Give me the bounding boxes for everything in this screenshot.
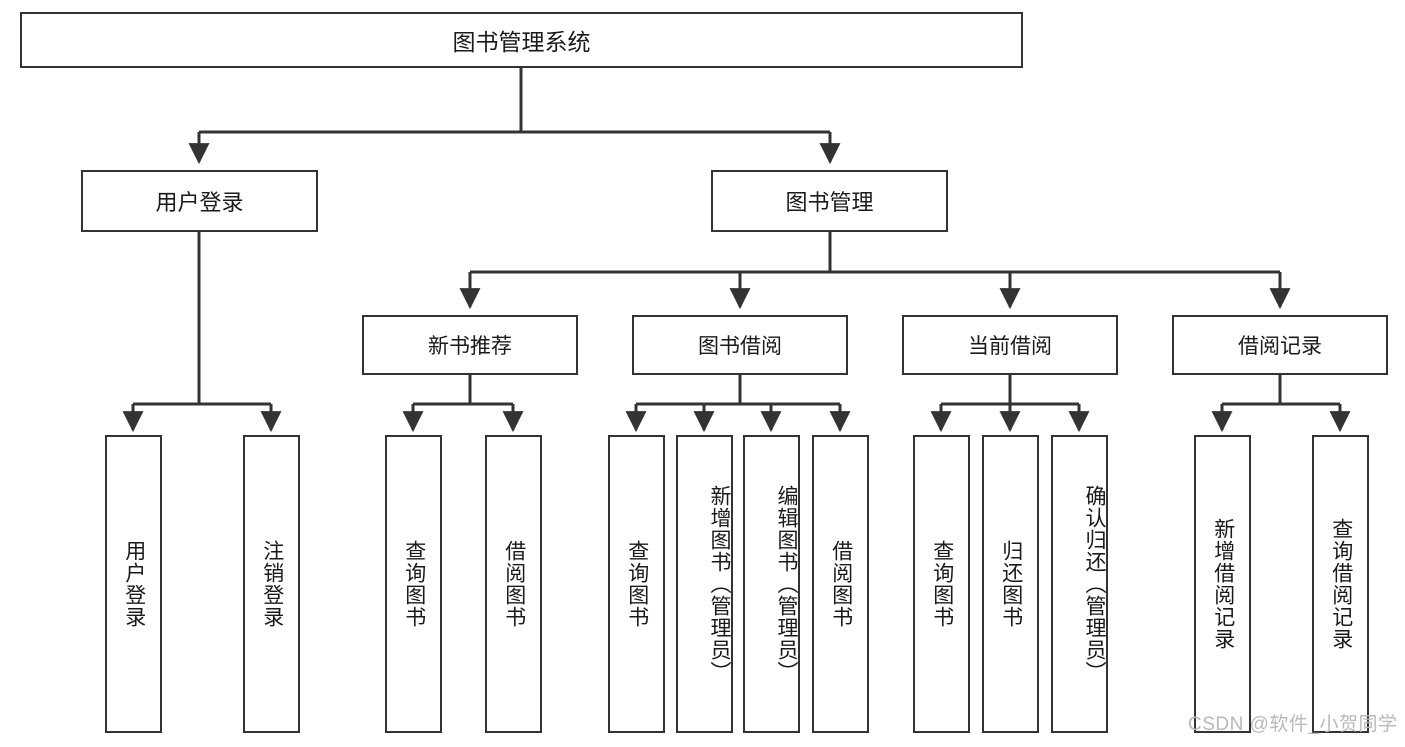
leaf-query-book-2-label: 查询图书 [625, 540, 649, 628]
leaf-add-book-label: 新增图书（管理员） [708, 485, 731, 683]
leaf-edit-book[interactable]: 编辑图书（管理员） [743, 435, 800, 733]
leaf-query-record[interactable]: 查询借阅记录 [1312, 435, 1369, 733]
leaf-query-book-3-label: 查询图书 [930, 540, 954, 628]
leaf-borrow-book-2-label: 借阅图书 [829, 540, 853, 628]
node-current-borrow[interactable]: 当前借阅 [902, 315, 1118, 375]
leaf-add-record-label: 新增借阅记录 [1211, 518, 1235, 650]
leaf-query-book-1-label: 查询图书 [402, 540, 426, 628]
node-book-manage[interactable]: 图书管理 [711, 170, 948, 232]
leaf-borrow-book-1-label: 借阅图书 [502, 540, 526, 628]
leaf-borrow-book-1[interactable]: 借阅图书 [485, 435, 542, 733]
leaf-query-book-2[interactable]: 查询图书 [608, 435, 665, 733]
node-borrow-record-label: 借阅记录 [1238, 335, 1322, 358]
leaf-borrow-book-2[interactable]: 借阅图书 [812, 435, 869, 733]
leaf-add-book[interactable]: 新增图书（管理员） [676, 435, 733, 733]
leaf-user-login[interactable]: 用户登录 [105, 435, 162, 733]
leaf-logout-login-label: 注销登录 [260, 540, 284, 628]
leaf-confirm-return[interactable]: 确认归还（管理员） [1051, 435, 1108, 733]
leaf-edit-book-label: 编辑图书（管理员） [775, 485, 798, 683]
node-book-borrow-label: 图书借阅 [698, 335, 782, 358]
node-root-label: 图书管理系统 [452, 29, 591, 55]
node-borrow-record[interactable]: 借阅记录 [1172, 315, 1388, 375]
leaf-user-login-label: 用户登录 [122, 540, 146, 628]
watermark: CSDN @软件_小贺同学 [1188, 714, 1398, 735]
node-user-login-label: 用户登录 [155, 190, 244, 215]
leaf-confirm-return-label: 确认归还（管理员） [1083, 485, 1106, 683]
leaf-logout-login[interactable]: 注销登录 [243, 435, 300, 733]
leaf-query-book-3[interactable]: 查询图书 [913, 435, 970, 733]
node-new-book-recommend-label: 新书推荐 [428, 335, 512, 358]
leaf-query-record-label: 查询借阅记录 [1329, 518, 1353, 650]
node-current-borrow-label: 当前借阅 [968, 335, 1052, 358]
node-book-borrow[interactable]: 图书借阅 [632, 315, 848, 375]
node-new-book-recommend[interactable]: 新书推荐 [362, 315, 578, 375]
leaf-return-book[interactable]: 归还图书 [982, 435, 1039, 733]
leaf-query-book-1[interactable]: 查询图书 [385, 435, 442, 733]
leaf-return-book-label: 归还图书 [999, 540, 1023, 628]
node-root[interactable]: 图书管理系统 [20, 12, 1023, 68]
node-user-login[interactable]: 用户登录 [81, 170, 318, 232]
leaf-add-record[interactable]: 新增借阅记录 [1194, 435, 1251, 733]
node-book-manage-label: 图书管理 [785, 190, 874, 215]
